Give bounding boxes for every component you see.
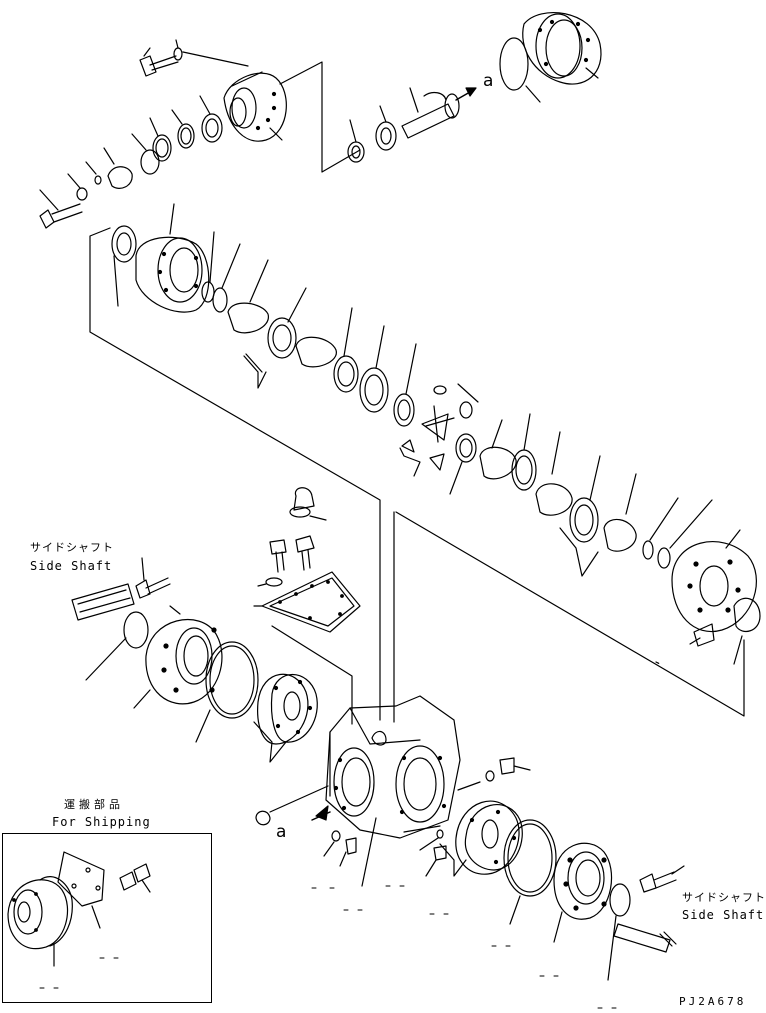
diff-plates-right xyxy=(480,414,712,576)
callout-a-top: a xyxy=(483,71,494,91)
differential-assembly xyxy=(90,204,760,722)
drive-pinion xyxy=(402,88,476,138)
diff-case-left xyxy=(136,204,209,312)
right-final-drive xyxy=(440,801,684,980)
flange-hub xyxy=(224,72,286,141)
pinion-bearings xyxy=(348,106,396,162)
dash-marks xyxy=(40,886,616,1008)
callout-a-bottom: a xyxy=(276,822,287,842)
top-assembly xyxy=(40,13,601,228)
side-shaft-left-jp: サイドシャフト xyxy=(30,541,114,554)
left-final-drive xyxy=(72,558,317,762)
hex-bolt-top xyxy=(140,48,178,76)
washer-top xyxy=(174,40,182,60)
diff-spider-gears xyxy=(394,344,478,494)
side-shaft-right-jp: サイドシャフト xyxy=(682,891,766,904)
side-shaft-left-en: Side Shaft xyxy=(30,559,113,573)
long-bolt-left xyxy=(40,190,82,228)
side-shaft-right-en: Side Shaft xyxy=(682,908,765,922)
axle-housing xyxy=(256,696,530,886)
oring-top xyxy=(500,38,540,102)
pinion-cage xyxy=(523,13,601,84)
top-cover xyxy=(254,488,360,724)
diff-bearing-left xyxy=(112,226,136,306)
shipping-label-jp: 運搬部品 xyxy=(64,798,124,811)
shipping-parts xyxy=(8,852,150,966)
diff-case-right xyxy=(672,530,760,664)
shipping-label-en: For Shipping xyxy=(52,815,151,829)
bearing-stack-top xyxy=(68,96,222,200)
diff-plates-left xyxy=(202,232,388,412)
figure-code: PJ2A678 xyxy=(679,995,747,1008)
shipping-parts-box xyxy=(2,833,212,1003)
